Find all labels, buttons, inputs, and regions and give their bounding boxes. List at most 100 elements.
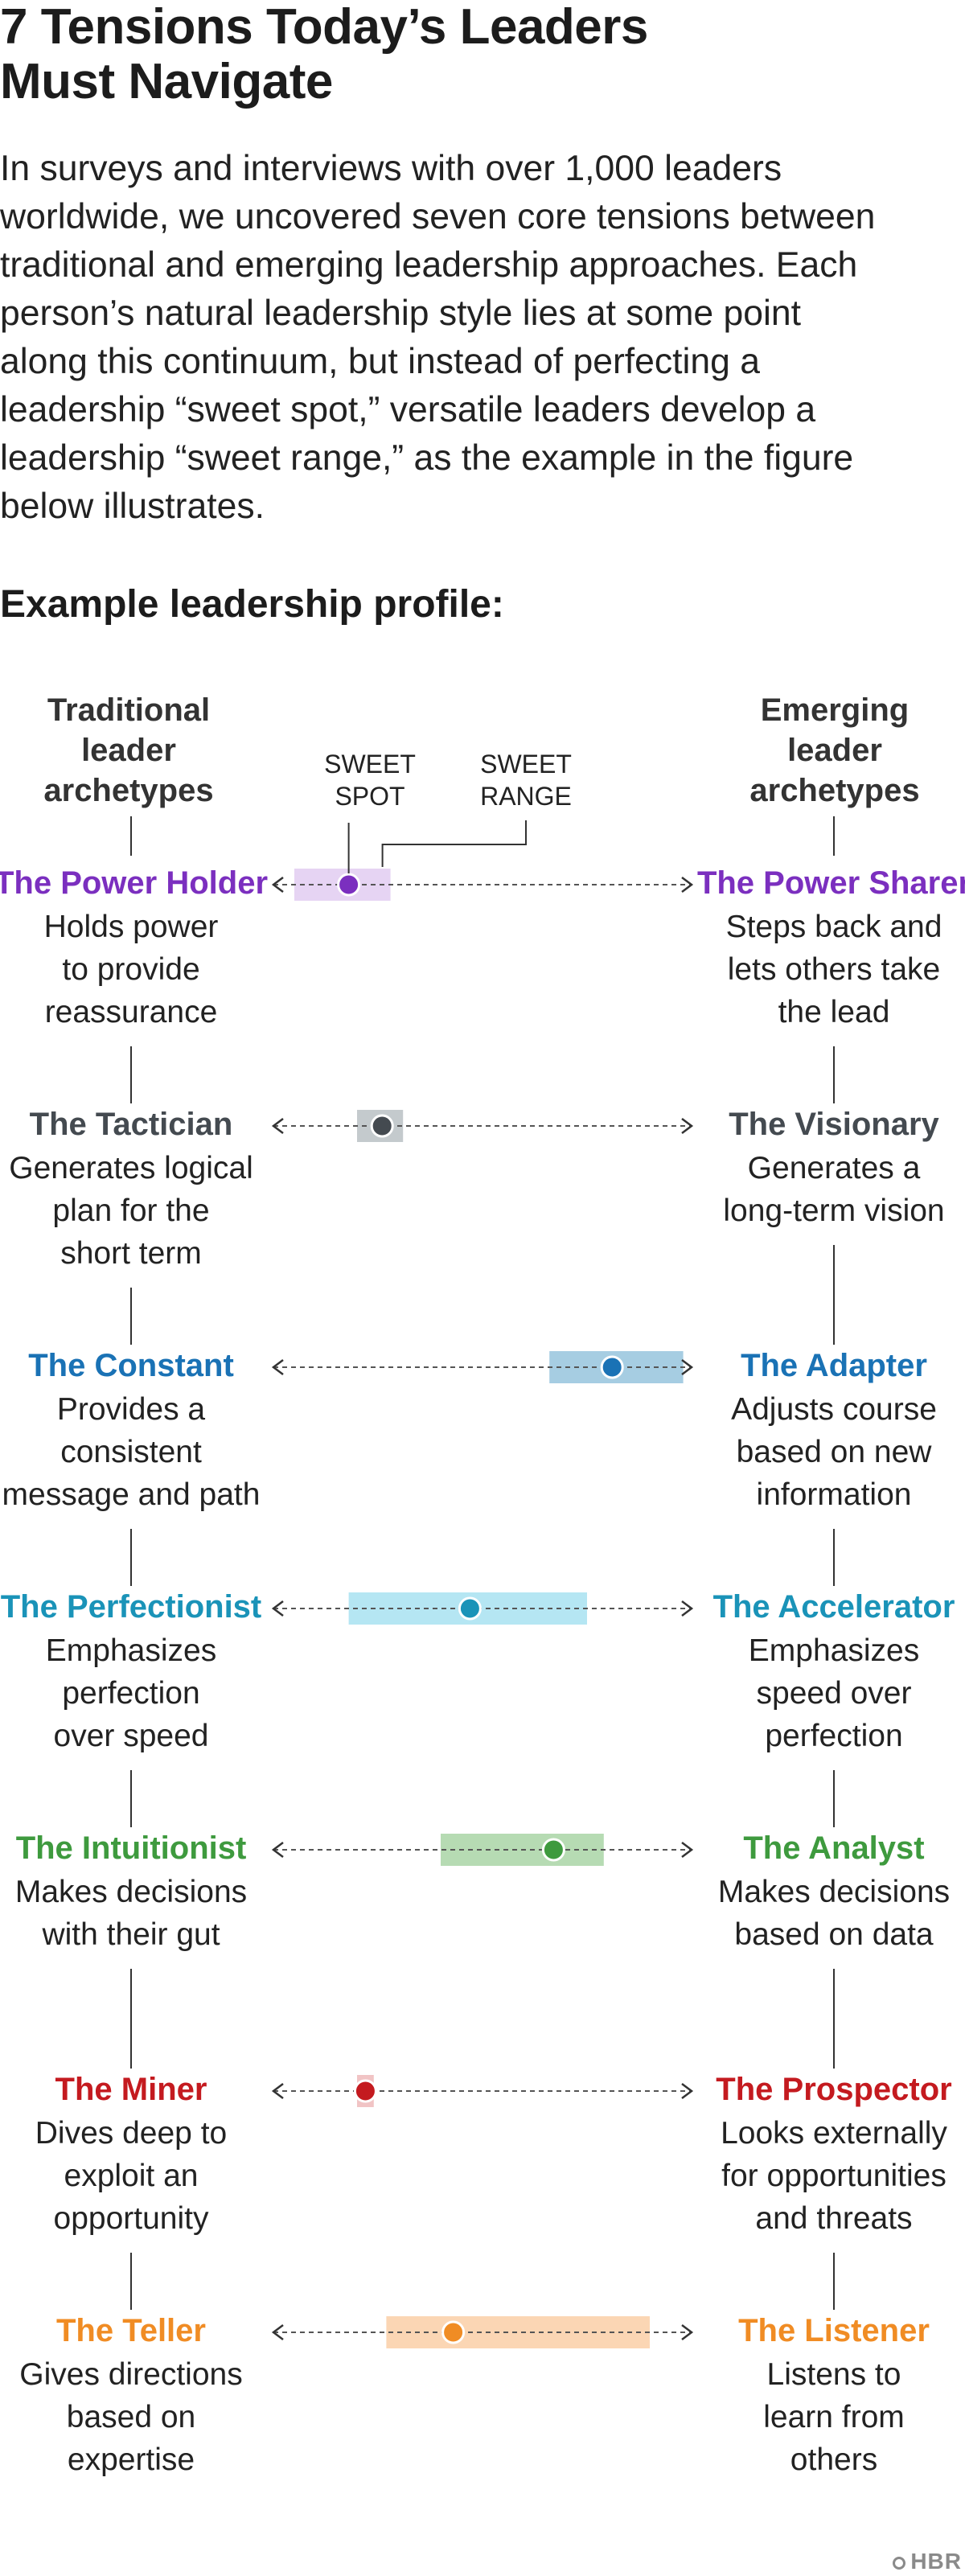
right-archetype-name: The Listener [738, 2313, 930, 2348]
sweet-range-bar [386, 2316, 650, 2348]
right-archetype-name: The Visionary [729, 1107, 939, 1142]
column-title-line: leader [787, 733, 882, 768]
description-line: Adjusts course [731, 1392, 937, 1427]
left-archetype-description: Makes decisions with their gut [0, 1871, 292, 1956]
sweet-range-bar [357, 1110, 404, 1142]
sweet-spot-dot [370, 1114, 394, 1138]
column-title-line: archetypes [43, 773, 214, 808]
description-line: consistent [60, 1435, 202, 1469]
sweet-spot-dot [441, 2320, 466, 2344]
description-line: over speed [53, 1719, 209, 1753]
intro-line: below illustrates. [0, 487, 265, 526]
column-title-line: Traditional [47, 692, 211, 728]
sweet-range-pointer [381, 820, 527, 867]
description-line: information [756, 1477, 912, 1512]
description-line: expertise [67, 2442, 195, 2477]
description-line: with their gut [42, 1917, 220, 1952]
intro-line: along this continuum, but instead of per… [0, 342, 760, 381]
intro-paragraph: In surveys and interviews with over 1,00… [0, 145, 965, 531]
profile-heading: Example leadership profile: [0, 583, 504, 626]
title-line: Must Navigate [0, 54, 333, 109]
description-line: Listens to [766, 2357, 901, 2392]
right-archetype-description: Generates a long-term vision [673, 1147, 965, 1232]
intro-line: leadership “sweet range,” as the example… [0, 438, 854, 478]
right-archetype-description: Looks externally for opportunities and thr… [673, 2112, 965, 2240]
left-archetype-description: Emphasizes perfection over speed [0, 1629, 292, 1757]
brand-text: HBR [910, 2549, 962, 2574]
sweet-spot-label-line: SPOT [335, 782, 405, 811]
column-title-line: leader [81, 733, 176, 768]
description-line: message and path [2, 1477, 261, 1512]
description-line: Steps back and [725, 910, 942, 944]
description-line: short term [60, 1236, 202, 1271]
left-archetype-name: The Tactician [29, 1107, 233, 1142]
description-line: long-term vision [723, 1194, 945, 1228]
description-line: Emphasizes [45, 1633, 217, 1668]
description-line: reassurance [44, 995, 218, 1029]
sweet-spot-dot [541, 1838, 565, 1862]
right-archetype-description: Steps back and lets others take the lead [673, 906, 965, 1033]
description-line: for opportunities [721, 2159, 947, 2193]
description-line: Looks externally [721, 2116, 947, 2151]
right-archetype-name: The Accelerator [712, 1589, 955, 1625]
traditional-column-title: Traditional leader archetypes [0, 690, 257, 811]
description-line: plan for the [52, 1194, 210, 1228]
description-line: based on data [734, 1917, 934, 1952]
description-line: Makes decisions [717, 1875, 951, 1909]
left-archetype-name: The Teller [56, 2313, 206, 2348]
title-line: 7 Tensions Today’s Leaders [0, 0, 648, 55]
left-archetype-description: Dives deep to exploit an opportunity [0, 2112, 292, 2240]
right-archetype-name: The Power Sharer [696, 865, 965, 901]
sweet-range-bar [348, 1592, 587, 1625]
right-archetype-description: Makes decisions based on data [673, 1871, 965, 1956]
description-line: others [790, 2442, 878, 2477]
description-line: Makes decisions [14, 1875, 248, 1909]
description-line: based on new [736, 1435, 932, 1469]
right-archetype-name: The Prospector [716, 2072, 952, 2107]
hbr-logo: HBR [893, 2549, 962, 2574]
description-line: Dives deep to [35, 2116, 228, 2151]
left-archetype-name: The Constant [28, 1348, 234, 1383]
description-line: Generates a [747, 1151, 921, 1185]
description-line: Generates logical [9, 1151, 253, 1185]
column-title-line: Emerging [760, 692, 910, 728]
description-line: the lead [778, 995, 890, 1029]
emerging-column-title: Emerging leader archetypes [706, 690, 963, 811]
left-archetype-name: The Power Holder [0, 865, 269, 901]
right-archetype-description: Adjusts course based on new information [673, 1388, 965, 1516]
description-line: to provide [62, 952, 200, 987]
sweet-range-label: SWEET RANGE [462, 748, 590, 812]
sweet-spot-dot [600, 1355, 624, 1379]
sweet-spot-dot [337, 873, 361, 897]
hbr-mark-icon [893, 2557, 906, 2570]
sweet-range-label-line: SWEET [480, 750, 572, 779]
sweet-range-bar [294, 869, 391, 901]
intro-line: leadership “sweet spot,” versatile leade… [0, 390, 816, 429]
description-line: speed over [756, 1676, 912, 1711]
description-line: perfection [62, 1676, 200, 1711]
description-line: opportunity [53, 2201, 209, 2236]
left-archetype-name: The Intuitionist [15, 1830, 247, 1866]
sweet-range-bar [441, 1834, 604, 1866]
description-line: Holds power [43, 910, 219, 944]
description-line: lets others take [727, 952, 941, 987]
intro-line: person’s natural leadership style lies a… [0, 294, 802, 333]
sweet-range-bar [357, 2075, 374, 2107]
left-archetype-description: Generates logical plan for the short term [0, 1147, 292, 1275]
intro-line: worldwide, we uncovered seven core tensi… [0, 197, 876, 236]
left-archetype-description: Holds power to provide reassurance [0, 906, 292, 1033]
description-line: and threats [755, 2201, 913, 2236]
page-title: 7 Tensions Today’s Leaders Must Navigate [0, 0, 965, 109]
description-line: Provides a [56, 1392, 206, 1427]
right-archetype-name: The Analyst [743, 1830, 925, 1866]
left-archetype-description: Provides a consistent message and path [0, 1388, 292, 1516]
left-archetype-name: The Miner [55, 2072, 207, 2107]
intro-line: traditional and emerging leadership appr… [0, 245, 858, 285]
description-line: learn from [763, 2400, 905, 2434]
column-title-line: archetypes [749, 773, 920, 808]
intro-line: In surveys and interviews with over 1,00… [0, 149, 782, 188]
sweet-range-label-line: RANGE [480, 782, 572, 811]
description-line: exploit an [64, 2159, 199, 2193]
sweet-spot-label: SWEET SPOT [306, 748, 434, 812]
description-line: Emphasizes [748, 1633, 920, 1668]
